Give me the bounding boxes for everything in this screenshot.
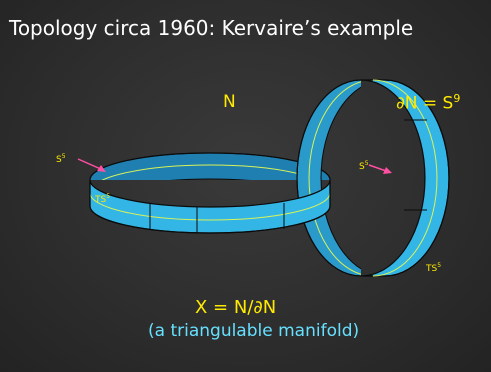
- ts5-left-label: TS5: [95, 193, 110, 205]
- vertical-ring-back: [296, 79, 361, 277]
- ts5-left-exponent: 5: [106, 193, 111, 200]
- subtitle: (a triangulable manifold): [148, 321, 360, 341]
- ts5-right-label: TS5: [426, 262, 441, 274]
- horizontal-band-front: [89, 180, 331, 234]
- boundary-label: ∂N = S9: [396, 92, 460, 114]
- s5-right-arrow: [368, 164, 392, 174]
- s5-right-base: S: [359, 162, 365, 172]
- slide-title: Topology circa 1960: Kervaire’s example: [9, 16, 414, 40]
- s5-right-label: S5: [359, 160, 369, 172]
- ts5-right-exponent: 5: [437, 262, 442, 269]
- s5-left-exponent: 5: [61, 153, 66, 160]
- s5-left-label: S5: [56, 153, 66, 165]
- ts5-left-base: TS: [95, 195, 107, 205]
- n-label: N: [223, 92, 236, 112]
- boundary-base: ∂N = S: [396, 93, 454, 114]
- s5-left-base: S: [56, 155, 62, 165]
- horizontal-band-back: [89, 152, 331, 180]
- s5-right-exponent: 5: [364, 160, 369, 167]
- vertical-ring-front: [361, 79, 450, 277]
- equation: X = N/∂N: [195, 297, 277, 318]
- s5-left-arrow: [77, 158, 106, 172]
- ts5-right-base: TS: [426, 264, 438, 274]
- boundary-exponent: 9: [453, 92, 461, 105]
